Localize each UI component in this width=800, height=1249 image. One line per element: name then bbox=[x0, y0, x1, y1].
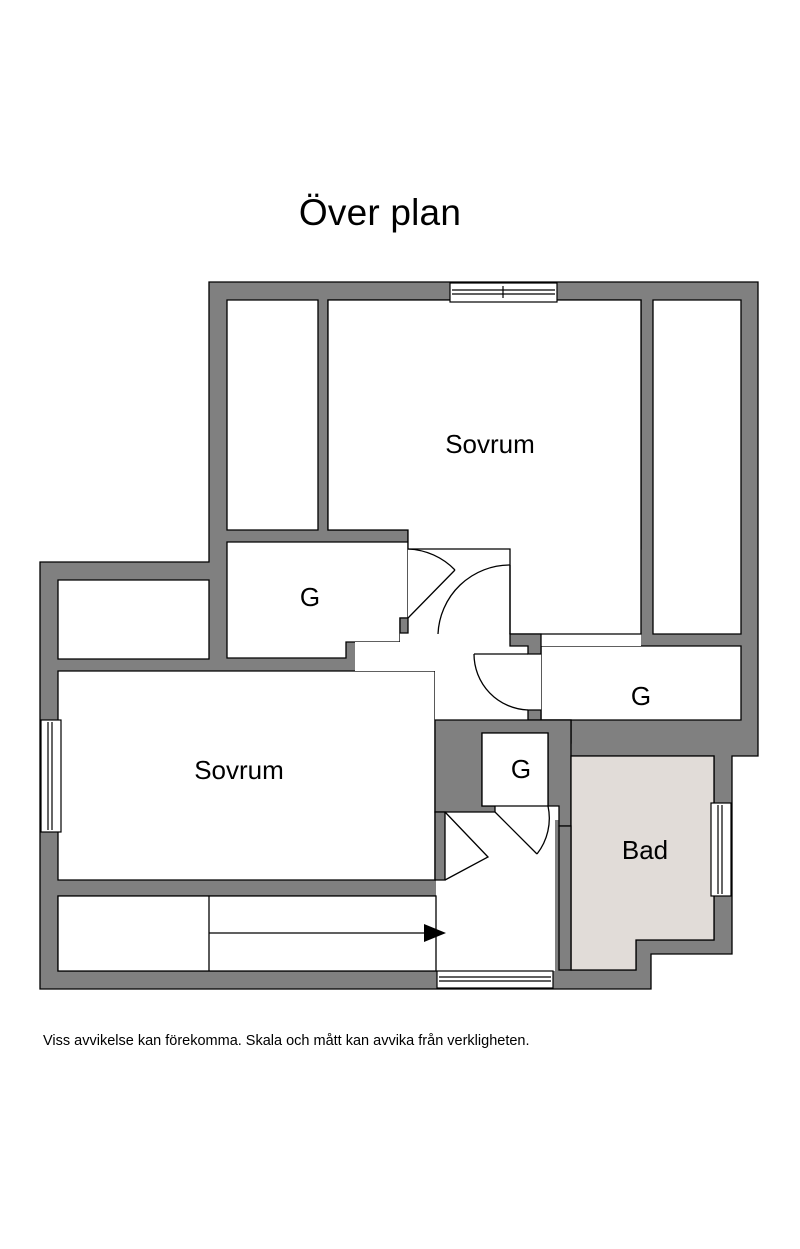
wall-hall-left bbox=[399, 617, 409, 634]
window-bottom bbox=[436, 970, 554, 989]
room-label-closet-center: G bbox=[511, 754, 531, 784]
door-closet-left bbox=[407, 548, 456, 619]
door-closet-right bbox=[473, 653, 529, 711]
window-bathroom bbox=[710, 802, 732, 897]
window-left bbox=[40, 719, 62, 833]
room-label-bathroom: Bad bbox=[622, 835, 668, 865]
bedroom-top-floor bbox=[327, 299, 642, 635]
room-label-closet-left: G bbox=[300, 582, 320, 612]
door-bedroom-top bbox=[437, 564, 511, 635]
window-top bbox=[449, 282, 558, 303]
room-label-bedroom-left: Sovrum bbox=[194, 755, 284, 785]
wall-bath-left bbox=[558, 825, 572, 971]
wall-stairs-left bbox=[434, 811, 446, 881]
room-label-bedroom-top: Sovrum bbox=[445, 429, 535, 459]
room-label-closet-right: G bbox=[631, 681, 651, 711]
plan-title: Över plan bbox=[298, 192, 462, 233]
door-bedroom-left bbox=[444, 811, 490, 881]
door-closet-center bbox=[494, 805, 550, 855]
stair-arrow-head-icon bbox=[424, 924, 446, 942]
disclaimer-text: Viss avvikelse kan förekomma. Skala och … bbox=[43, 1033, 530, 1049]
